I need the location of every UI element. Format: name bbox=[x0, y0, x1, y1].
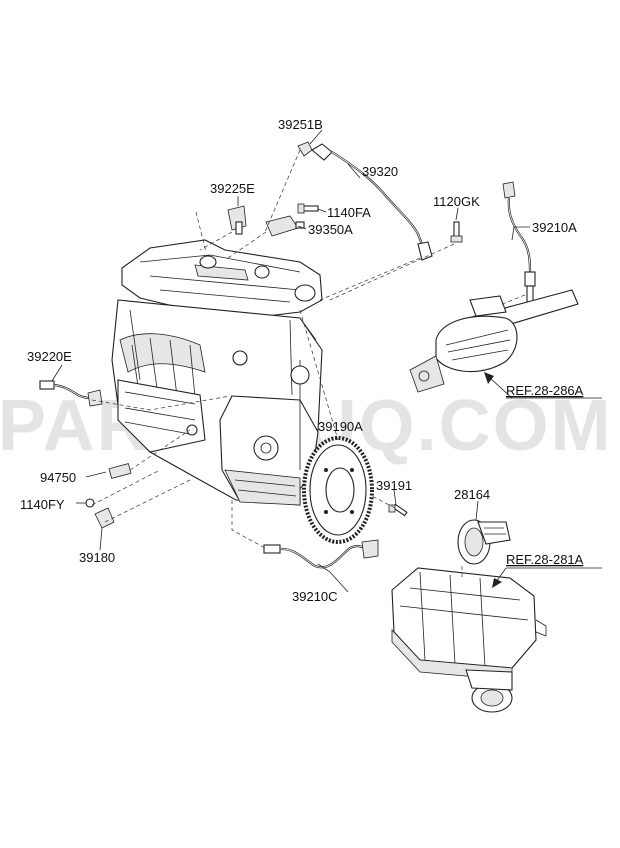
bolt-1120GK bbox=[450, 221, 463, 243]
label-28164: 28164 bbox=[454, 487, 490, 502]
sensor-39225E bbox=[227, 205, 247, 235]
label-1140FY: 1140FY bbox=[20, 497, 65, 512]
label-39191: 39191 bbox=[376, 478, 412, 493]
sensor-94750 bbox=[108, 463, 132, 479]
reference-lines bbox=[91, 149, 526, 580]
label-39190A: 39190A bbox=[318, 419, 363, 434]
label-39180: 39180 bbox=[79, 550, 115, 565]
oxygen-sensor-39220E bbox=[39, 380, 103, 407]
label-94750: 94750 bbox=[40, 470, 76, 485]
label-39320: 39320 bbox=[362, 164, 398, 179]
connector-39251B bbox=[297, 141, 333, 161]
label-39210A: 39210A bbox=[532, 220, 577, 235]
oxygen-sensor-39210A bbox=[502, 181, 536, 309]
bolt-39191 bbox=[388, 503, 408, 517]
ref-link-exhaust[interactable]: REF.28-286A bbox=[506, 383, 584, 398]
air-cleaner-assembly bbox=[391, 567, 547, 713]
ref-link-airfilter[interactable]: REF.28-281A bbox=[506, 552, 584, 567]
exhaust-catalytic-converter bbox=[409, 289, 579, 393]
label-39251B: 39251B bbox=[278, 117, 323, 132]
flywheel-ring-39190A bbox=[302, 436, 374, 544]
harness-39320 bbox=[331, 151, 433, 261]
bolt-1140FY bbox=[85, 498, 95, 508]
label-1140FA: 1140FA bbox=[327, 205, 371, 220]
engine-assembly bbox=[111, 239, 323, 506]
bolt-1140FA bbox=[297, 203, 319, 214]
sensor-39180 bbox=[94, 507, 115, 529]
label-39350A: 39350A bbox=[308, 222, 353, 237]
label-39220E: 39220E bbox=[27, 349, 72, 364]
airflow-sensor-28164 bbox=[457, 519, 511, 565]
label-39225E: 39225E bbox=[210, 181, 255, 196]
label-39210C: 39210C bbox=[292, 589, 338, 604]
oxygen-sensor-39210C bbox=[263, 539, 379, 569]
sensor-39350A bbox=[265, 215, 305, 237]
label-1120GK: 1120GK bbox=[433, 194, 480, 209]
leader-lines bbox=[51, 129, 602, 593]
